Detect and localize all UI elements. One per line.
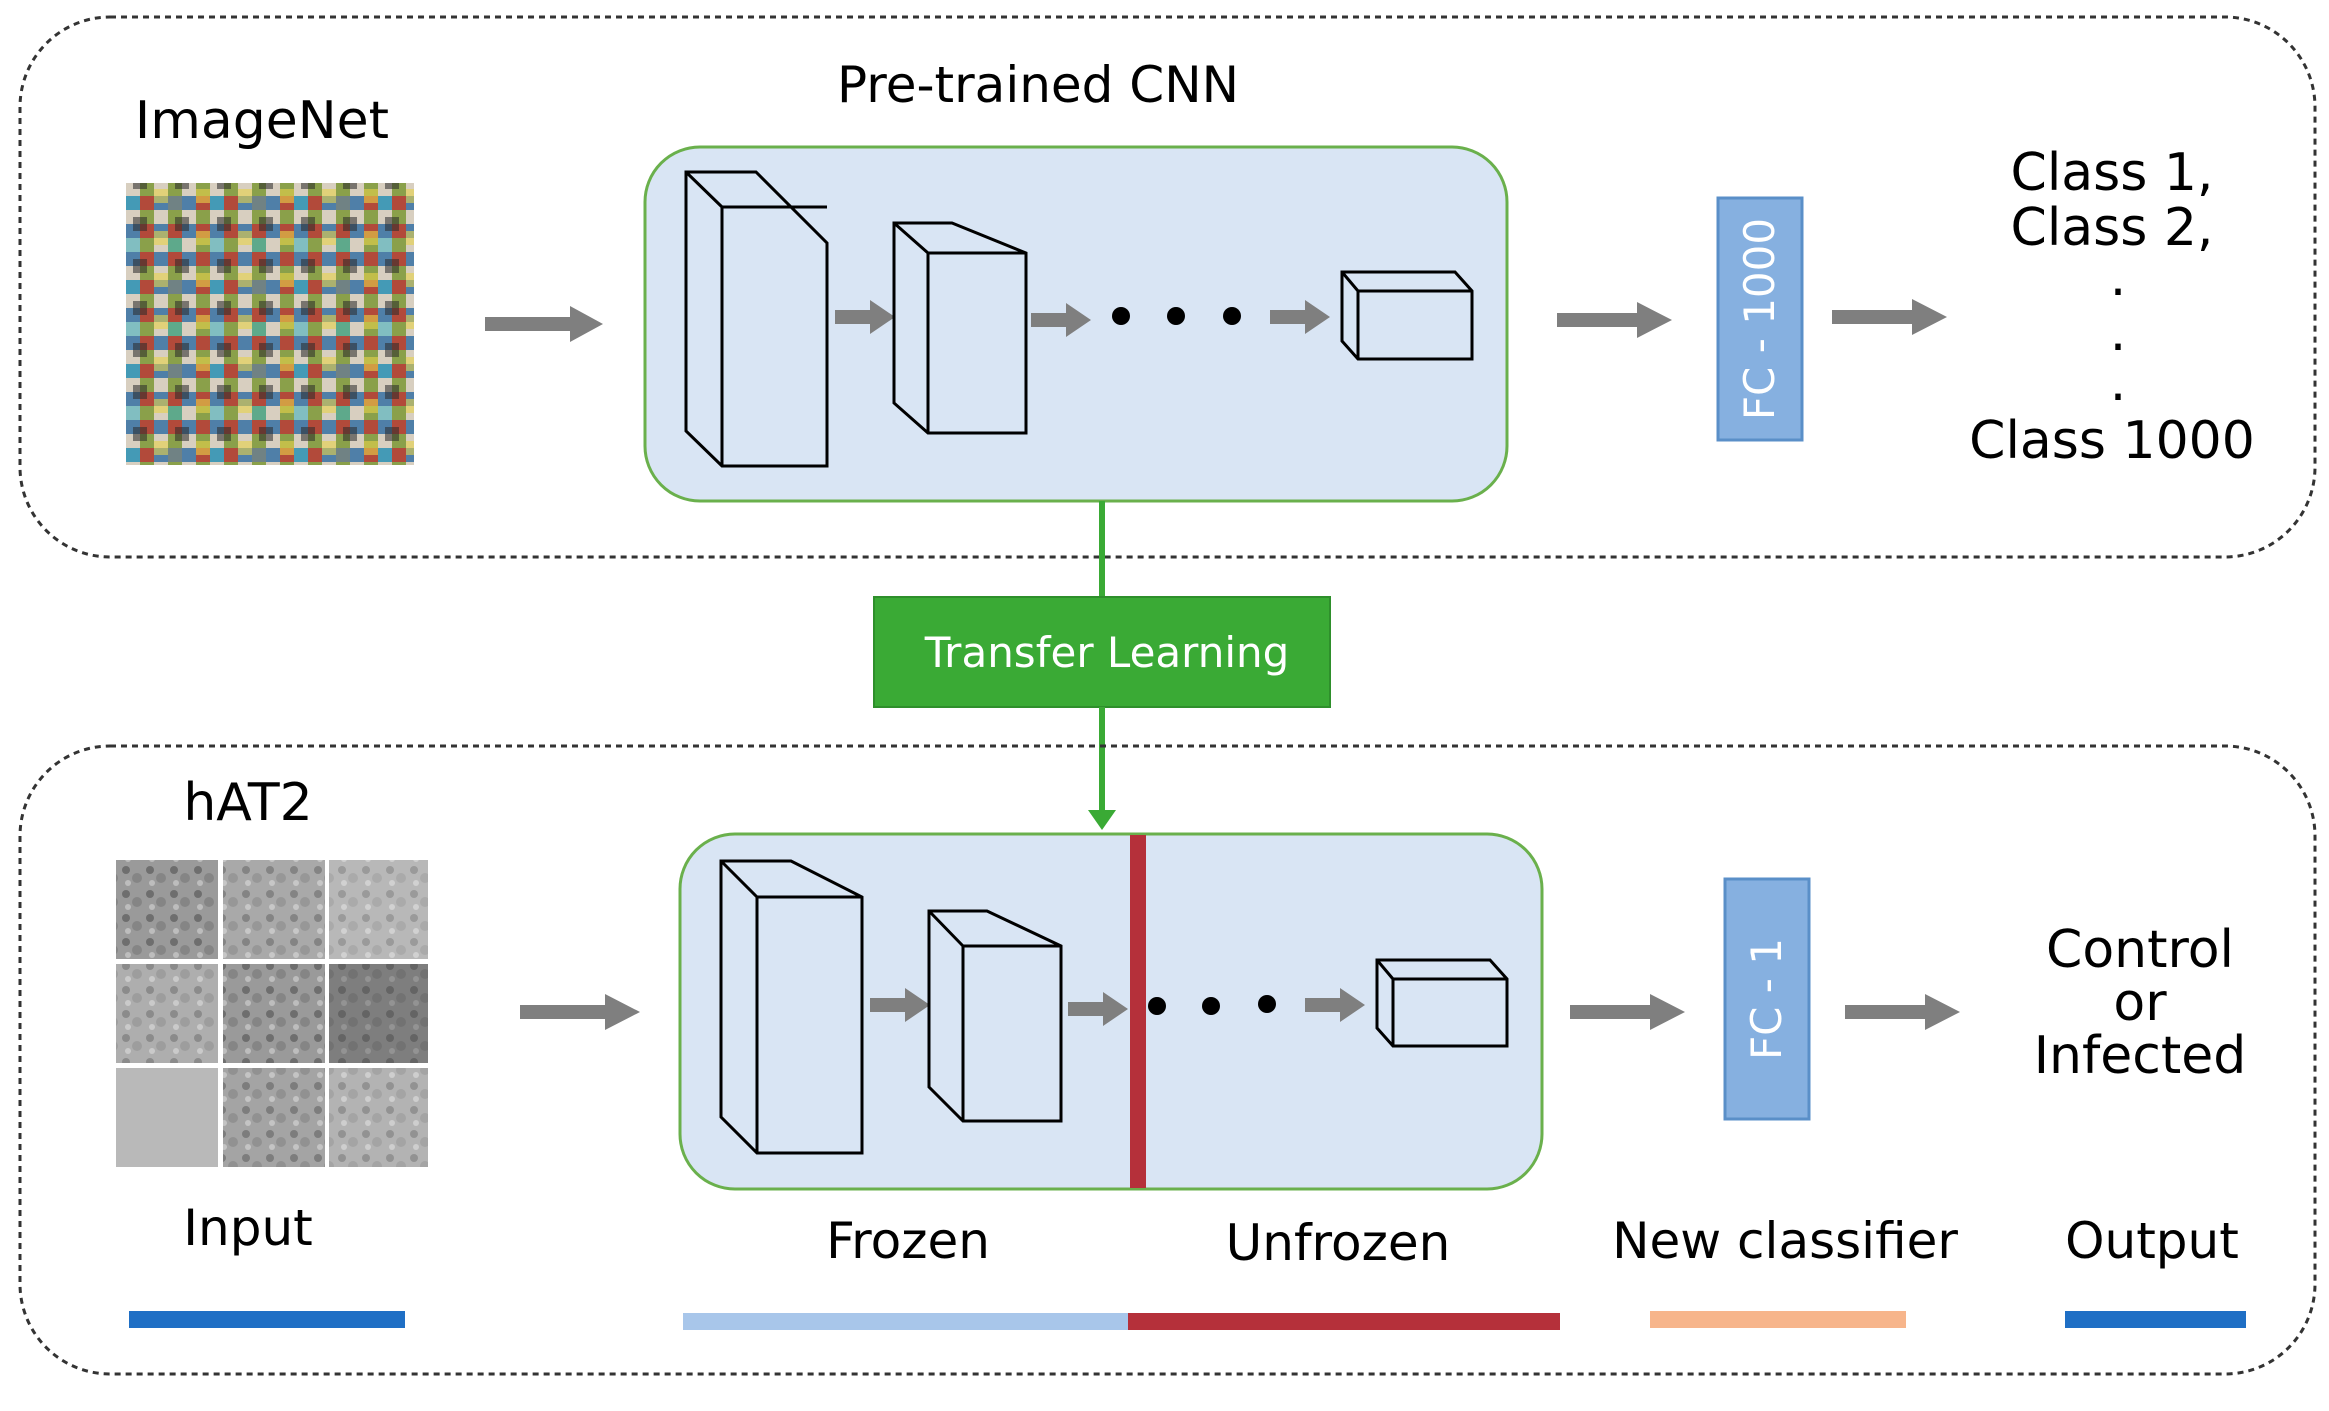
arrow-block-1-to-2 [835,300,895,334]
legend-unfrozen-label: Unfrozen [1226,1214,1451,1272]
class-output-line: Class 1, [2011,143,2214,203]
arrow-block-1-to-2 [870,988,930,1022]
imagenet-label: ImageNet [135,91,389,151]
fc-1-label: FC - 1 [1742,938,1791,1060]
ellipsis-dots [1112,307,1241,325]
binary-output-line: Infected [2034,1026,2247,1086]
fc-1000-label: FC - 1000 [1735,218,1784,420]
pretrained-cnn-label: Pre-trained CNN [837,56,1239,114]
arrow-cnn-to-fc1 [1570,994,1685,1030]
binary-output-list: Control or Infected [2034,920,2247,1086]
legend-output-bar [2065,1311,2246,1328]
conv-block-n [1340,270,1474,361]
top-panel [18,15,2317,559]
microscopy-image-grid-icon [116,860,428,1167]
ellipsis-dots [1148,995,1276,1015]
fc-1-box [1723,877,1811,1121]
arrow-fc1000-to-classes [1832,299,1947,335]
arrow-hat2-to-cnn [520,994,640,1030]
hat2-label: hAT2 [183,773,312,833]
legend-frozen-label: Frozen [826,1212,990,1270]
arrow-dots-to-block-n [1270,300,1330,334]
arrow-block-2-to-dots [1031,303,1091,337]
binary-output-line: or [2113,973,2167,1033]
conv-block-2 [927,909,1063,1123]
legend-input-label: Input [183,1199,312,1257]
binary-output-line: Control [2046,920,2234,980]
class-output-line: . [2110,303,2127,363]
transfer-arrowhead [1088,810,1116,830]
class-output-line: . [2110,353,2127,413]
fc-1000-box [1716,196,1804,442]
conv-block-1 [719,859,864,1155]
transfer-learning-box [873,596,1331,708]
class-output-line: Class 1000 [1969,411,2255,471]
arrow-fc1-to-output [1845,994,1960,1030]
arrow-imagenet-to-cnn [485,306,603,342]
class-output-line: Class 2, [2011,198,2214,258]
arrow-cnn-to-fc1000 [1557,302,1672,338]
imagenet-thumbnail-grid-icon [126,183,414,465]
legend-new-classifier-label: New classifier [1612,1212,1958,1270]
transfer-learning-label: Transfer Learning [924,628,1290,677]
legend-frozen-bar [683,1313,1128,1330]
conv-block-n [1375,958,1509,1048]
conv-block-1 [684,170,829,468]
conv-block-2 [892,221,1028,435]
arrow-block-2-to-dots [1068,992,1128,1026]
legend-unfrozen-bar [1128,1313,1560,1330]
legend-new-classifier-bar [1650,1311,1906,1328]
arrow-dots-to-block-n [1305,988,1365,1022]
class-output-line: . [2110,248,2127,308]
legend-input-bar [129,1311,405,1328]
legend-output-label: Output [2065,1212,2239,1270]
bottom-panel [18,744,2317,1376]
class-output-list: Class 1, Class 2, . . . Class 1000 [1969,143,2255,471]
